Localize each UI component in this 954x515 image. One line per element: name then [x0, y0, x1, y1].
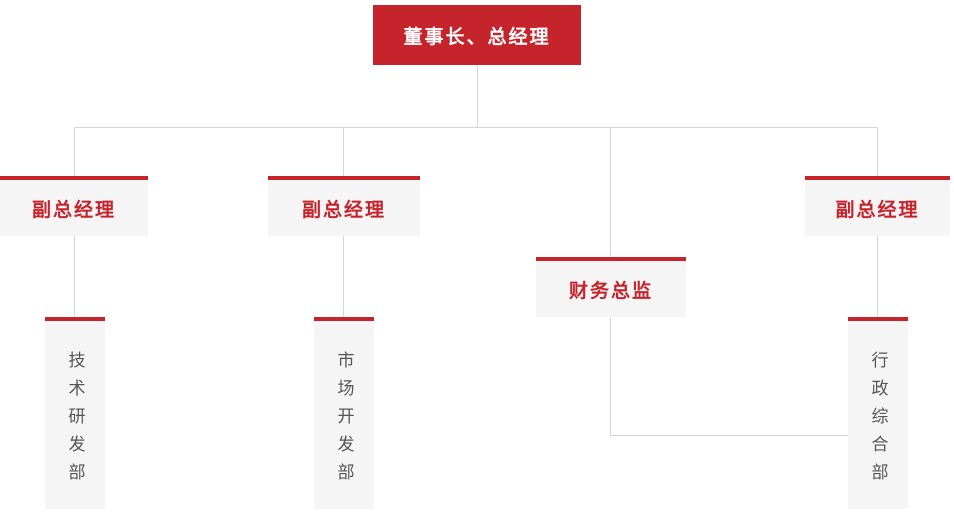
- node-chairman-general-manager-label: 董事长、总经理: [403, 26, 551, 48]
- node-deputy-general-manager-2-label: 副总经理: [301, 199, 386, 221]
- node-chairman-general-manager: 董事长、总经理: [373, 5, 581, 65]
- dept-market-dev-label: 市场开发部: [334, 350, 354, 491]
- connector-cfo-to-admin: [610, 435, 848, 436]
- connector-vgm1-dept: [74, 236, 75, 317]
- connector-vgm2-dept: [343, 236, 344, 317]
- connector-drop-vgm1: [74, 127, 75, 176]
- dept-admin-general: 行政综合部: [848, 317, 908, 509]
- node-deputy-general-manager-1-label: 副总经理: [31, 199, 116, 221]
- node-deputy-general-manager-3-label: 副总经理: [835, 199, 920, 221]
- connector-drop-cfo: [610, 127, 611, 257]
- connector-vgm3-dept: [877, 236, 878, 317]
- connector-drop-vgm3: [877, 127, 878, 176]
- connector-cfo-vertical: [610, 317, 611, 435]
- dept-tech-rd: 技术研发部: [45, 317, 105, 509]
- connector-root-stub: [477, 65, 478, 127]
- node-finance-director-label: 财务总监: [568, 280, 653, 302]
- dept-market-dev: 市场开发部: [314, 317, 374, 509]
- connector-main-horizontal: [74, 127, 878, 128]
- node-finance-director: 财务总监: [536, 257, 686, 317]
- node-deputy-general-manager-2: 副总经理: [268, 176, 420, 236]
- connector-drop-vgm2: [343, 127, 344, 176]
- node-deputy-general-manager-3: 副总经理: [805, 176, 950, 236]
- node-deputy-general-manager-1: 副总经理: [0, 176, 148, 236]
- dept-admin-general-label: 行政综合部: [868, 350, 888, 491]
- dept-tech-rd-label: 技术研发部: [65, 350, 85, 491]
